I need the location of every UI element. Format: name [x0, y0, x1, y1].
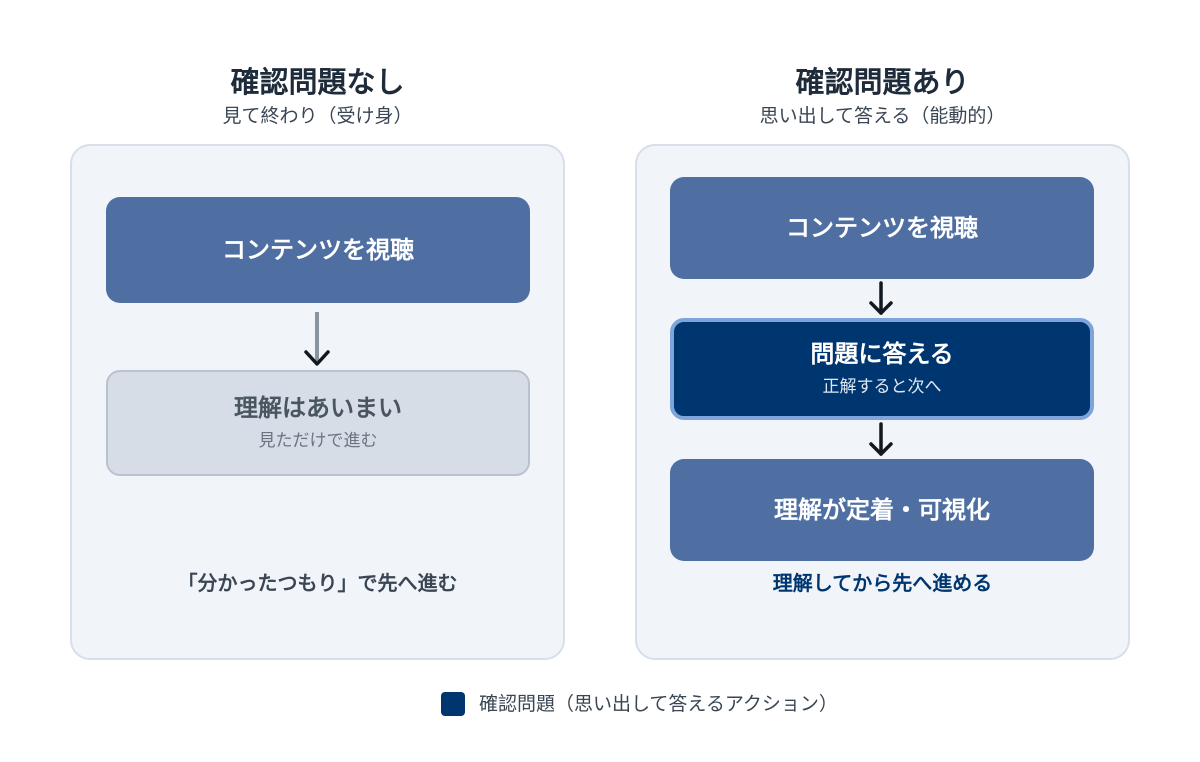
- legend-swatch: [441, 692, 465, 716]
- right-answer-question-sub: 正解すると次へ: [822, 377, 942, 398]
- legend-label: 確認問題（思い出して答えるアクション）: [479, 692, 838, 715]
- left-down-arrow-icon: [304, 312, 330, 366]
- legend: 確認問題（思い出して答えるアクション）: [441, 692, 838, 716]
- right-understanding-fixed-box: 理解が定着・可視化: [670, 459, 1094, 561]
- left-watch-content-box: コンテンツを視聴: [106, 197, 530, 303]
- left-understanding-vague-sub: 見ただけで進む: [258, 431, 378, 452]
- right-answer-question-box: 問題に答える 正解すると次へ: [670, 318, 1094, 420]
- left-panel-note: 「分かったつもり」で先へ進む: [177, 571, 458, 595]
- left-column-title: 確認問題なし: [230, 65, 405, 99]
- right-down-arrow-icon-2: [869, 422, 893, 456]
- left-understanding-vague-label: 理解はあいまい: [234, 394, 402, 423]
- left-understanding-vague-box: 理解はあいまい 見ただけで進む: [106, 370, 530, 476]
- right-down-arrow-icon-1: [869, 281, 893, 315]
- right-watch-content-box: コンテンツを視聴: [670, 177, 1094, 279]
- right-answer-question-label: 問題に答える: [810, 340, 954, 369]
- right-watch-content-label: コンテンツを視聴: [786, 213, 978, 242]
- right-column-subtitle: 思い出して答える（能動的）: [759, 105, 1006, 127]
- left-column-subtitle: 見て終わり（受け身）: [222, 105, 413, 127]
- right-column-title: 確認問題あり: [795, 65, 970, 99]
- right-panel-note: 理解してから先へ進める: [772, 571, 993, 595]
- left-watch-content-label: コンテンツを視聴: [222, 235, 414, 264]
- right-understanding-fixed-label: 理解が定着・可視化: [774, 495, 990, 524]
